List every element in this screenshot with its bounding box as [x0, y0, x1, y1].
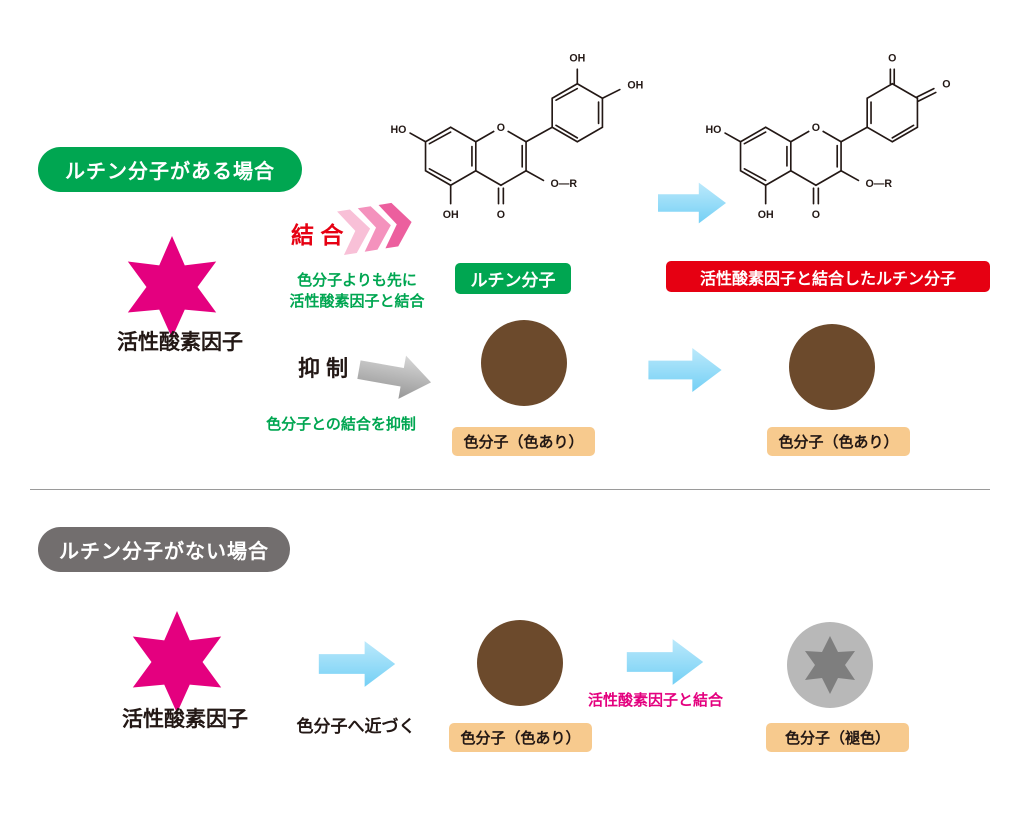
faded-pigment-icon	[787, 622, 873, 708]
top-section-header-pill: ルチン分子がある場合	[38, 147, 302, 192]
chem-oh-bottom-label: OH	[443, 209, 459, 221]
chem-ho-label: HO	[390, 124, 406, 136]
suppress-label: 抑 制	[298, 356, 349, 381]
approach-arrow-icon	[318, 641, 396, 687]
chem-oh-bottom-label: OH	[758, 209, 774, 221]
chem-ring-o-label: O	[497, 122, 505, 134]
chem-quinone-o-top-label: O	[888, 53, 896, 65]
pigment-badge-bottom: 色分子（色あり）	[449, 723, 592, 752]
chem-or-label: O—R	[865, 178, 892, 190]
bound-rutin-structure-diagram: O O OH HO O—R O O	[705, 53, 950, 222]
faded-pigment-badge: 色分子（褪色）	[766, 723, 909, 752]
chem-oh-top-label: OH	[569, 53, 585, 65]
rutin-structure-diagram: O O OH HO O—R OH OH	[390, 53, 643, 222]
section-divider	[30, 489, 990, 490]
chem-oh-right-label: OH	[627, 80, 643, 92]
bond-note-bottom: 活性酸素因子と結合	[588, 692, 724, 709]
bond-note-line2: 活性酸素因子と結合	[289, 293, 425, 310]
chem-ketone-o-label: O	[812, 209, 820, 221]
pigment-circle-bottom	[477, 620, 563, 706]
chem-ring-o-label: O	[812, 122, 820, 134]
rutin-badge: ルチン分子	[455, 263, 571, 294]
bottom-section-header-pill: ルチン分子がない場合	[38, 527, 290, 572]
pigment-badge-top-right: 色分子（色あり）	[767, 427, 910, 456]
pigment-badge-top-left: 色分子（色あり）	[452, 427, 595, 456]
pigment-transform-arrow-icon	[648, 348, 722, 392]
structure-transform-arrow-icon	[658, 182, 726, 224]
oxidant-label-bottom: 活性酸素因子	[122, 708, 248, 731]
bond-note: 色分子よりも先に 活性酸素因子と結合	[268, 270, 446, 312]
approach-label: 色分子へ近づく	[296, 717, 416, 736]
chem-ketone-o-label: O	[497, 209, 505, 221]
pigment-circle-top-left	[481, 320, 567, 406]
chem-ho-label: HO	[705, 124, 721, 136]
oxidant-label-top: 活性酸素因子	[117, 331, 243, 354]
oxidant-star-icon-bottom	[132, 610, 222, 714]
oxidant-star-icon-top	[127, 235, 217, 339]
bond-note-line1: 色分子よりも先に	[297, 272, 417, 289]
fade-arrow-icon	[626, 639, 704, 685]
bound-rutin-badge: 活性酸素因子と結合したルチン分子	[666, 261, 990, 292]
chem-or-label: O—R	[550, 178, 577, 190]
bond-chevrons-icon	[337, 202, 412, 255]
suppress-arrow-icon	[357, 355, 432, 399]
suppress-note: 色分子との結合を抑制	[266, 416, 416, 433]
bond-label: 結 合	[291, 222, 344, 248]
chem-quinone-o-right-label: O	[942, 79, 950, 91]
pigment-circle-top-right	[789, 324, 875, 410]
